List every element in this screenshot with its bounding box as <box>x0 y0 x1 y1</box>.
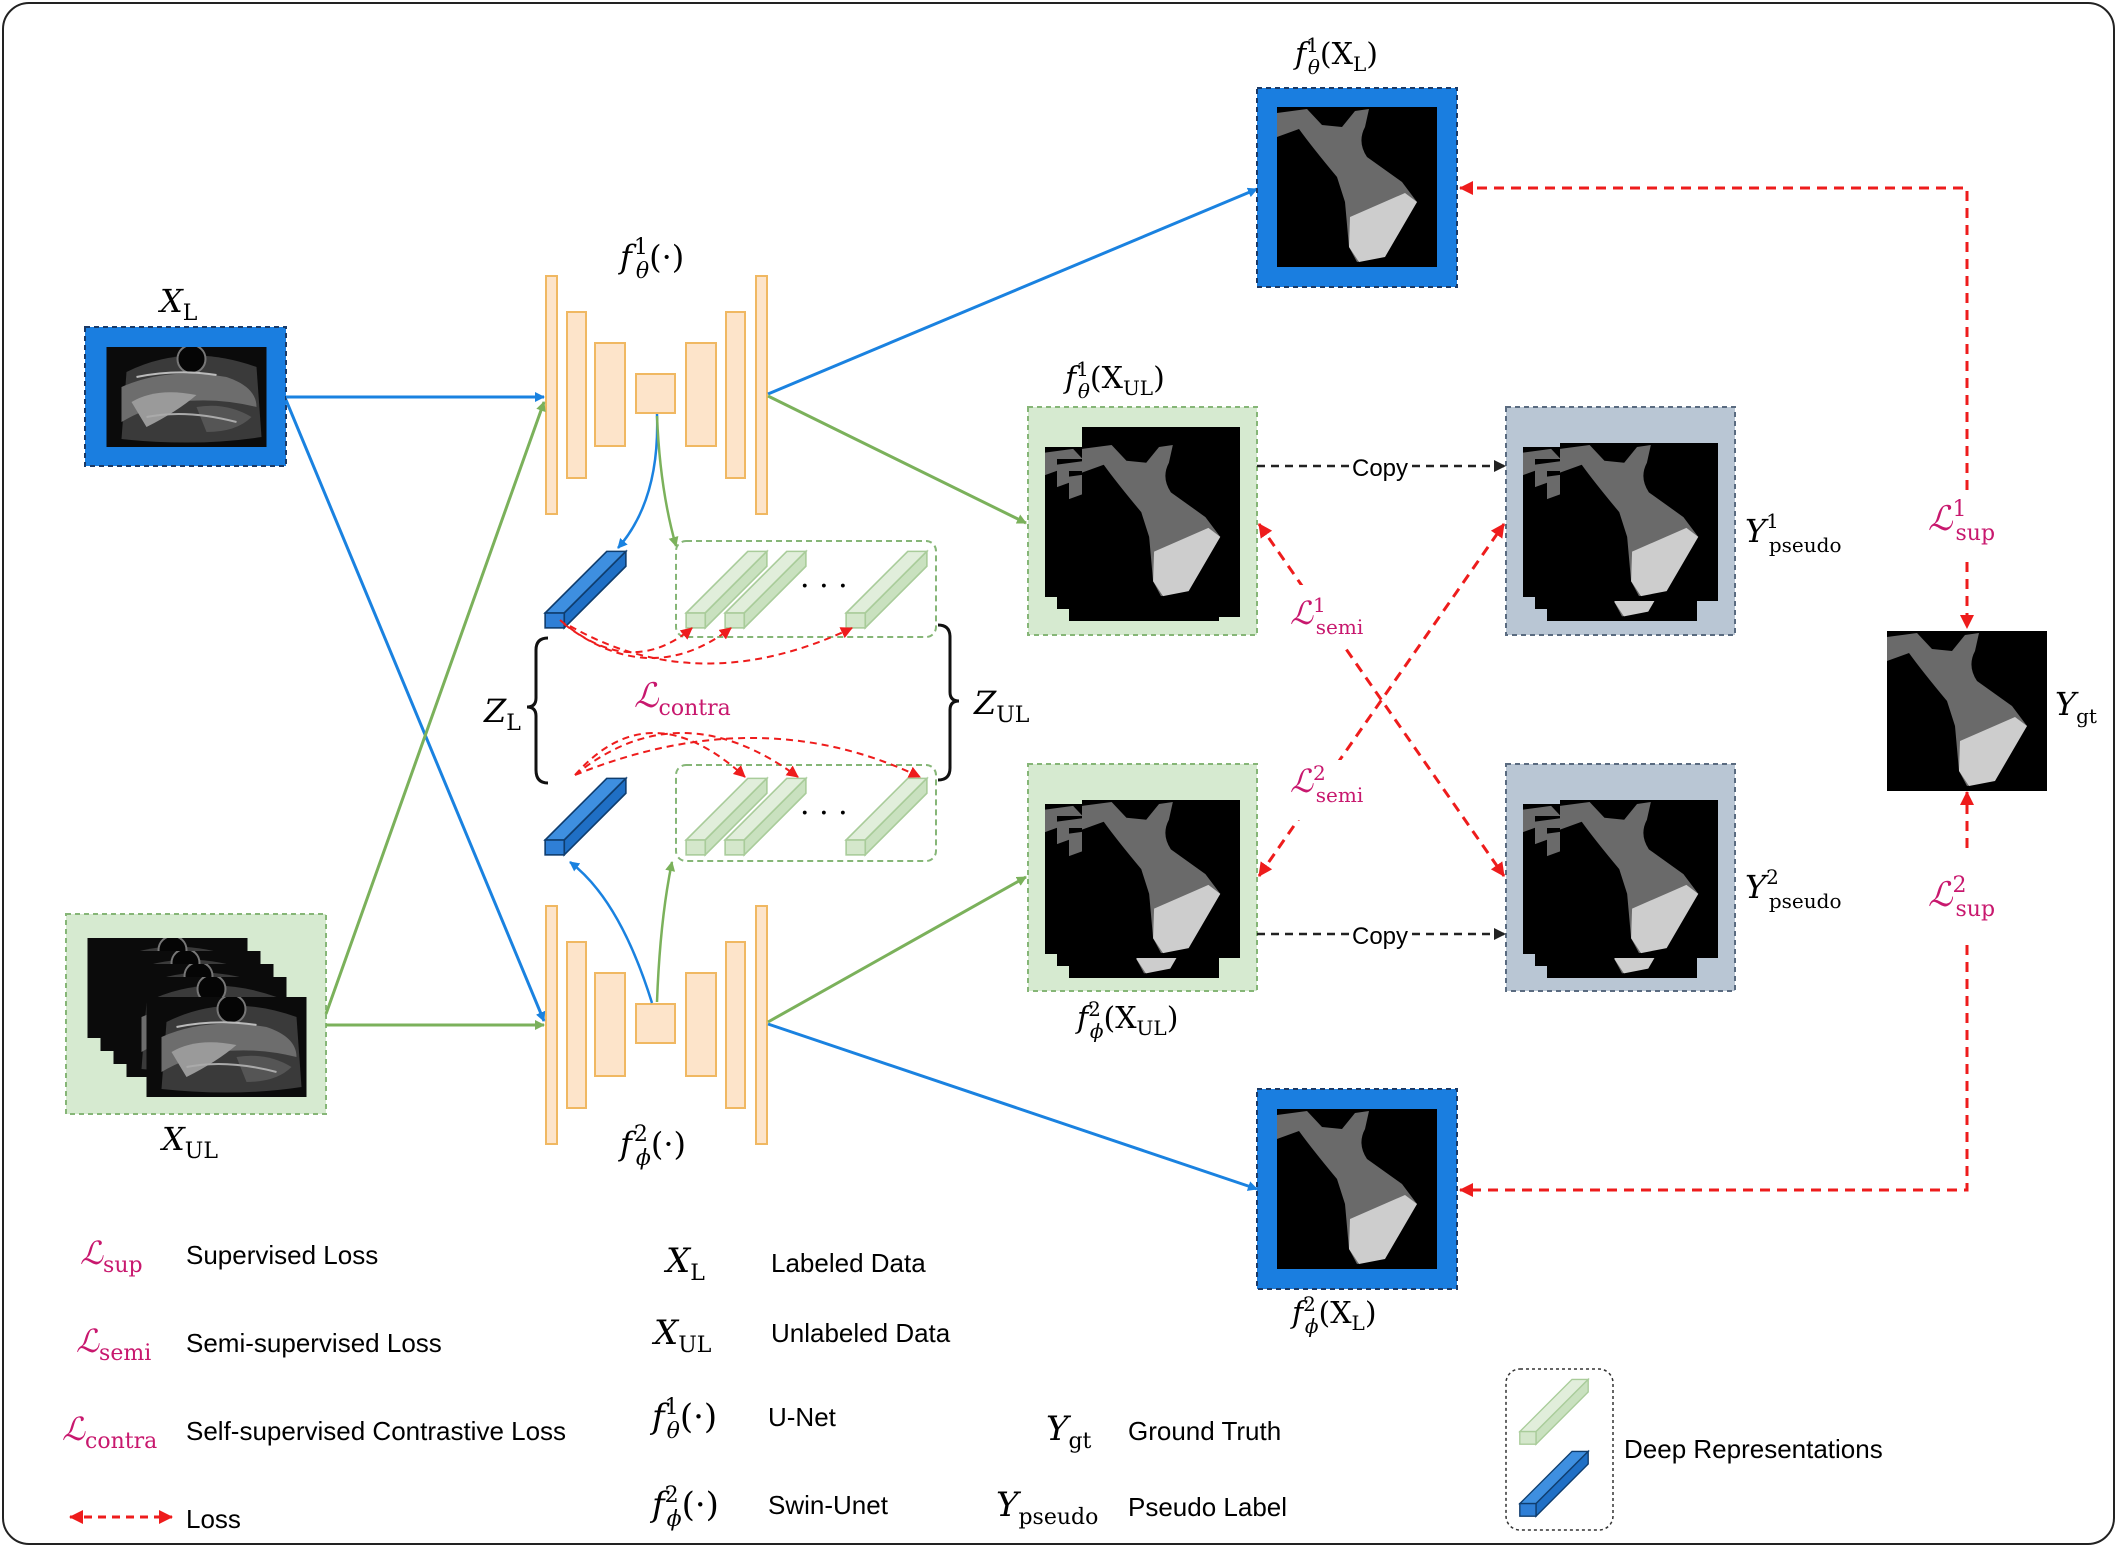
y-pseudo-1-label: Y <box>1745 512 1769 550</box>
svg-text:Ygt: Ygt <box>1046 1409 1092 1454</box>
svg-text:f2ϕ(XL): f2ϕ(XL) <box>1290 1292 1377 1338</box>
ultrasound-image-stack-icon <box>145 997 308 1097</box>
svg-text:Ygt: Ygt <box>2055 685 2097 728</box>
contra-loss-symbol: ℒ <box>634 676 660 716</box>
x-ul-sub: UL <box>185 1139 219 1164</box>
y-pseudo-2-label: Y <box>1745 868 1769 906</box>
legend-semi-supervised-loss: Semi-supervised Loss <box>186 1328 442 1358</box>
ultrasound-image-icon <box>105 347 268 447</box>
contra-loss-sub: contra <box>659 696 731 721</box>
y-gt-label: Y <box>2055 685 2079 723</box>
legend-deep-representations: Deep Representations <box>1624 1434 1883 1464</box>
svg-text:XL: XL <box>157 282 198 326</box>
legend-unet: U-Net <box>768 1402 837 1432</box>
legend-contrastive-loss: Self-supervised Contrastive Loss <box>186 1416 566 1446</box>
segmentation-mask-icon <box>1277 1109 1437 1269</box>
sup-loss-2-symbol: ℒ <box>1928 875 1954 915</box>
legend-swin-unet: Swin-Unet <box>768 1490 889 1520</box>
semi-loss-2-symbol: ℒ <box>1290 762 1314 800</box>
labeled-input: XL <box>84 282 287 467</box>
z-l-label: Z <box>483 692 507 730</box>
x-l-sub: L <box>183 301 198 326</box>
ellipsis-top: · · · <box>800 569 848 604</box>
svg-text:f1θ(·): f1θ(·) <box>649 1395 717 1444</box>
svg-text:f2ϕ(·): f2ϕ(·) <box>618 1122 686 1171</box>
copy-arrows <box>1257 460 1506 940</box>
semi-loss-1-symbol: ℒ <box>1290 594 1314 632</box>
svg-text:XL: XL <box>663 1241 705 1286</box>
unet-network <box>545 275 768 515</box>
svg-text:ℒsup: ℒsup <box>80 1234 143 1278</box>
legend-ground-truth: Ground Truth <box>1128 1416 1281 1446</box>
contrastive-loss-arrows <box>559 619 921 778</box>
copy-label-bottom: Copy <box>1352 923 1408 950</box>
segmentation-mask-icon <box>1277 107 1437 267</box>
ellipsis-bottom: · · · <box>800 796 848 831</box>
input-arrows <box>284 392 546 1030</box>
svg-text:f1θ(XUL): f1θ(XUL) <box>1063 357 1165 403</box>
segmentation-mask-stack-icon <box>1560 800 1718 958</box>
unlabeled-features-top-box <box>675 540 937 638</box>
svg-text:XUL: XUL <box>651 1313 712 1358</box>
svg-text:ZL: ZL <box>483 692 521 736</box>
unlabeled-input: XUL <box>65 913 327 1164</box>
segmentation-mask-stack-icon <box>1560 443 1718 601</box>
legend-unlabeled-data: Unlabeled Data <box>771 1318 951 1348</box>
x-l-label: X <box>157 282 184 320</box>
svg-text:ℒsemi: ℒsemi <box>76 1322 151 1366</box>
legend: ℒsup Supervised Loss ℒsemi Semi-supervis… <box>62 1234 1883 1534</box>
segmentation-mask-stack-icon <box>1082 800 1240 958</box>
svg-text:ZUL: ZUL <box>973 684 1030 728</box>
svg-text:f2ϕ(·): f2ϕ(·) <box>649 1483 719 1532</box>
swin-unet-network <box>545 905 768 1145</box>
output-arrows <box>767 187 1258 1191</box>
legend-pseudo-label: Pseudo Label <box>1128 1492 1287 1522</box>
segmentation-mask-stack-icon <box>1082 443 1240 601</box>
x-ul-label: X <box>159 1120 186 1158</box>
svg-text:ℒcontra: ℒcontra <box>62 1410 157 1454</box>
supervised-loss-arrows <box>1459 181 1974 1197</box>
legend-supervised-loss: Supervised Loss <box>186 1240 378 1270</box>
unlabeled-features-bottom-box <box>675 764 937 862</box>
bottleneck-arrows <box>569 413 679 1004</box>
pseudo-label-2 <box>1505 763 1736 992</box>
ground-truth-mask-icon <box>1887 631 2047 791</box>
pseudo-label-1 <box>1505 406 1736 636</box>
legend-loss: Loss <box>186 1504 241 1534</box>
brace-left <box>526 636 549 785</box>
svg-text:XUL: XUL <box>159 1120 218 1164</box>
brace-right <box>937 623 960 782</box>
svg-text:f2ϕ(XUL): f2ϕ(XUL) <box>1075 997 1178 1043</box>
svg-text:Ypseudo: Ypseudo <box>996 1485 1098 1530</box>
z-ul-label: Z <box>973 684 997 722</box>
sup-loss-1-symbol: ℒ <box>1928 499 1954 539</box>
svg-text:ℒcontra: ℒcontra <box>634 676 731 721</box>
copy-label-top: Copy <box>1352 455 1408 482</box>
legend-labeled-data: Labeled Data <box>771 1248 926 1278</box>
